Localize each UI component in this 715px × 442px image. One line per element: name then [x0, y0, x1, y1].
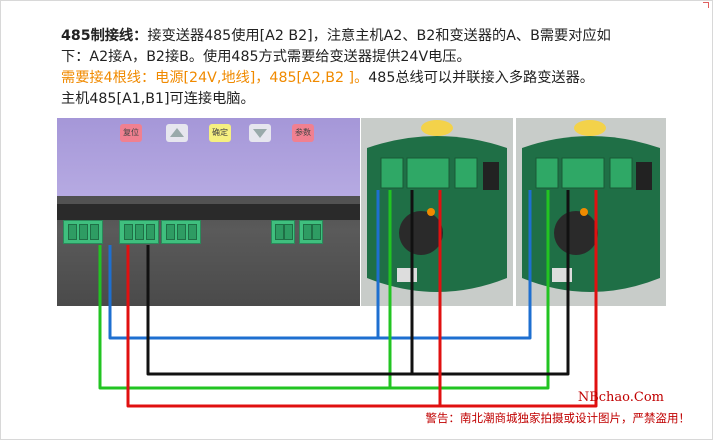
- blue-wire: [108, 190, 380, 340]
- description-text: 485制接线：接变送器485使用[A2 B2]，注意主机A2、B2和变送器的A、…: [61, 26, 661, 110]
- heading-label: 485制接线：: [61, 28, 148, 44]
- up-arrow-icon: [166, 124, 188, 142]
- transmitter-photo-1: [361, 118, 513, 306]
- corner-mark: [703, 2, 709, 8]
- line-2: 下：A2接A，B2接B。使用485方式需要给变送器提供24V电压。: [61, 49, 471, 65]
- reset-key: 复位: [120, 124, 142, 142]
- controller-photo: 复位 确定 参数: [57, 118, 360, 306]
- terminal-block: [161, 220, 201, 244]
- terminal-block: [299, 220, 323, 244]
- terminal-block: [271, 220, 295, 244]
- highlight-text: 需要接4根线：电源[24V,地线]，485[A2,B2 ]。: [61, 70, 369, 86]
- terminal-label-strip: [57, 204, 360, 220]
- black-wire: [146, 190, 570, 376]
- line-1: 485制接线：接变送器485使用[A2 B2]，注意主机A2、B2和变送器的A、…: [61, 26, 661, 47]
- line-1-text: 接变送器485使用[A2 B2]，注意主机A2、B2和变送器的A、B需要对应如: [147, 28, 611, 44]
- copyright-warning: 警告：南北潮商城独家拍摄或设计图片，严禁盗用！: [425, 411, 691, 425]
- red-wire: [126, 190, 598, 408]
- site-watermark: NBchao.Com: [577, 390, 664, 405]
- line-3-text: 485总线可以并联接入多路变送器。: [368, 70, 594, 86]
- controller-terminals: [57, 204, 360, 284]
- transmitter-board-1: [361, 118, 513, 306]
- line-3: 需要接4根线：电源[24V,地线]，485[A2,B2 ]。485总线可以并联接…: [61, 68, 661, 89]
- terminal-block: [63, 220, 103, 244]
- confirm-key: 确定: [209, 124, 231, 142]
- down-arrow-icon: [249, 124, 271, 142]
- controller-panel: 复位 确定 参数: [57, 118, 360, 196]
- transmitter-photo-2: [516, 118, 666, 306]
- line-4: 主机485[A1,B1]可连接电脑。: [61, 91, 255, 107]
- transmitter-board-2: [516, 118, 666, 306]
- param-key: 参数: [292, 124, 314, 142]
- terminal-block: [119, 220, 159, 244]
- green-wire: [98, 190, 550, 390]
- blue-wire: [378, 190, 532, 340]
